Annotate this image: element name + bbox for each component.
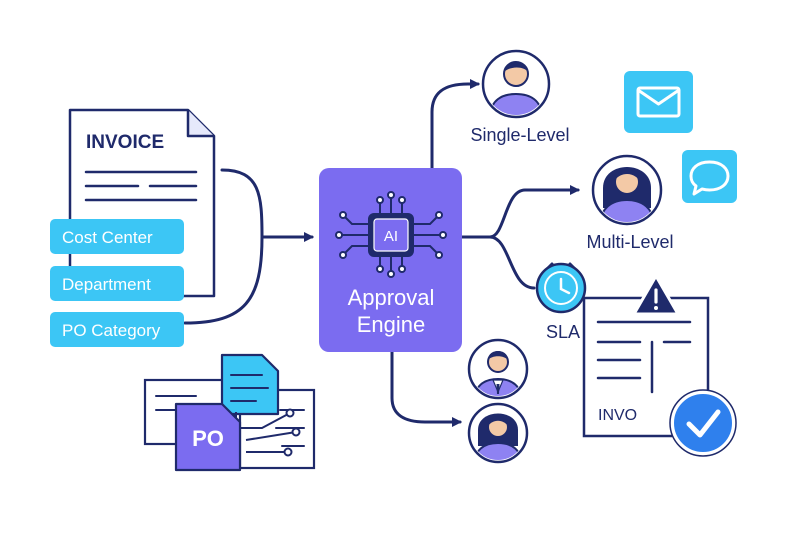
clock-icon bbox=[535, 262, 587, 314]
check-circle-icon bbox=[669, 389, 737, 457]
po-label: PO bbox=[192, 426, 224, 451]
svg-text:PO Category: PO Category bbox=[62, 321, 161, 340]
invoice-text-lines bbox=[84, 170, 198, 202]
connector-invoice-to-engine bbox=[220, 168, 264, 239]
single-level-label: Single-Level bbox=[470, 125, 569, 145]
approver-avatar-female bbox=[467, 402, 529, 464]
connector-to-sla bbox=[488, 235, 536, 290]
engine-title-line2: Engine bbox=[357, 312, 426, 337]
multi-level-approver-avatar bbox=[591, 154, 663, 226]
chat-bubble-icon bbox=[682, 150, 737, 203]
svg-text:Cost Center: Cost Center bbox=[62, 228, 153, 247]
multi-level-label: Multi-Level bbox=[586, 232, 673, 252]
po-document-cluster: PO bbox=[143, 353, 316, 472]
connector-po-category-to-engine bbox=[183, 235, 264, 325]
field-tag-po-category: PO Category bbox=[50, 312, 184, 347]
sla-label: SLA bbox=[546, 322, 580, 342]
engine-title-line1: Approval bbox=[348, 285, 435, 310]
connector-to-multi-level bbox=[460, 185, 580, 239]
approver-avatar-male bbox=[467, 338, 529, 400]
single-level-approver-avatar bbox=[481, 49, 551, 119]
invoice-result-label: INVO bbox=[598, 407, 637, 424]
envelope-icon bbox=[624, 71, 693, 133]
connector-to-single-level bbox=[430, 79, 480, 170]
po-blue-document bbox=[220, 353, 280, 416]
field-tag-department: Department bbox=[50, 266, 184, 301]
ai-chip-label: AI bbox=[384, 228, 398, 245]
connector-to-approvers bbox=[390, 350, 462, 427]
invoice-title: INVOICE bbox=[86, 132, 164, 153]
ai-chip-icon bbox=[335, 191, 447, 278]
svg-text:Department: Department bbox=[62, 275, 151, 294]
connector-lines bbox=[183, 79, 580, 427]
approval-engine: AI Approval Engine bbox=[319, 168, 462, 352]
field-tag-cost-center: Cost Center bbox=[50, 219, 184, 254]
po-front-document bbox=[174, 402, 242, 472]
warning-icon bbox=[632, 274, 680, 316]
